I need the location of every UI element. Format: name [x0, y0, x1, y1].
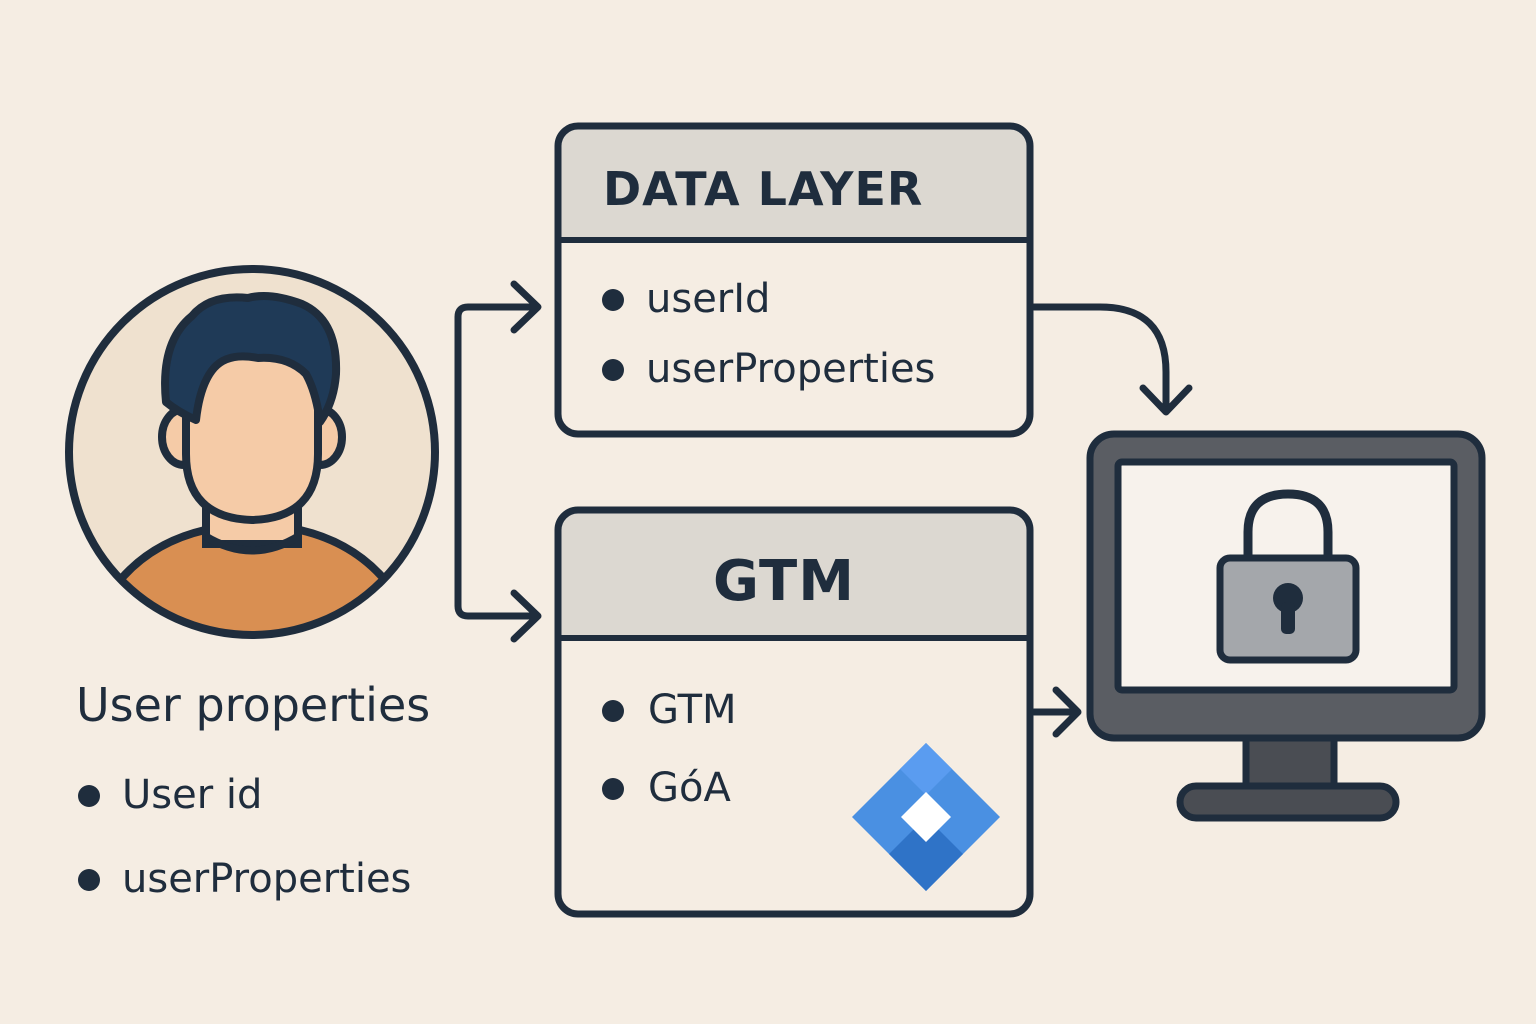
gtm-item-bullet [602, 700, 624, 722]
user-property-user-id: User id [122, 772, 263, 818]
person-avatar-icon [65, 265, 439, 639]
gtm-item-goa: GóA [648, 765, 731, 811]
google-tag-manager-logo-icon [852, 743, 1000, 891]
user-property-bullet [78, 869, 100, 891]
gtm-to-device-arrow [1030, 686, 1082, 738]
data-layer-item-userid: userId [646, 276, 771, 322]
gtm-item-bullet [602, 778, 624, 800]
data-layer-box [554, 122, 1034, 438]
split-connector-arrow [454, 280, 542, 643]
data-layer-item-bullet [602, 289, 624, 311]
user-property-userproperties: userProperties [122, 856, 412, 902]
data-layer-heading: DATA LAYER [603, 162, 924, 216]
gtm-heading: GTM [713, 549, 855, 614]
user-property-bullet [78, 785, 100, 807]
padlock-icon [1216, 489, 1360, 664]
data-layer-item-bullet [602, 359, 624, 381]
gtm-item-gtm: GTM [648, 687, 737, 733]
user-properties-title: User properties [76, 678, 431, 732]
data-layer-to-device-arrow [1030, 303, 1193, 416]
gtm-box [554, 506, 1034, 918]
data-layer-item-userproperties: userProperties [646, 346, 936, 392]
